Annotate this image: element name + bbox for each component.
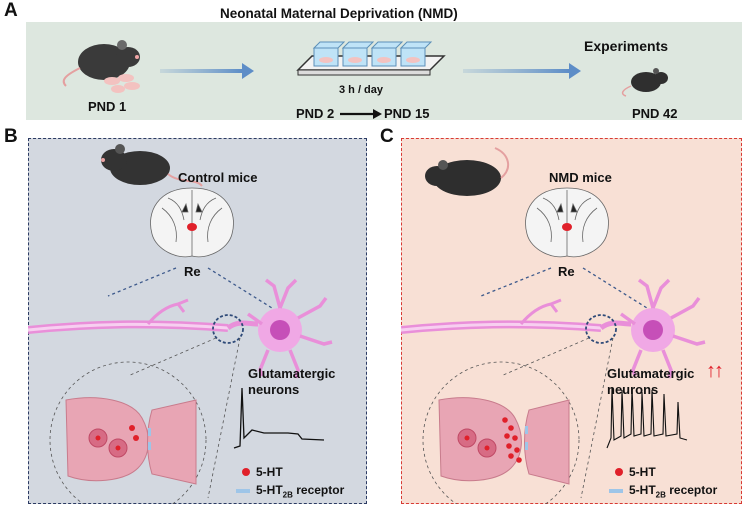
synapse-icon-nmd bbox=[438, 397, 570, 485]
adult-mouse-icon bbox=[621, 68, 668, 97]
glutamatergic-neuron-icon bbox=[28, 278, 333, 379]
control-re-label: Re bbox=[184, 264, 201, 279]
pnd-end-label: PND 15 bbox=[384, 106, 430, 121]
firing-trace-nmd bbox=[606, 387, 688, 449]
re-nucleus-marker bbox=[187, 223, 197, 231]
duration-label: 3 h / day bbox=[339, 84, 384, 96]
pnd1-label: PND 1 bbox=[88, 99, 127, 114]
legend-5ht-marker bbox=[242, 468, 250, 476]
legend-5ht-marker-nmd bbox=[615, 468, 623, 476]
control-neuron-label-1: Glutamatergic bbox=[248, 366, 336, 381]
nmd-legend-receptor: 5-HT2B receptor bbox=[629, 483, 718, 500]
pnd-start-label: PND 2 bbox=[296, 106, 335, 121]
synapse-detail-circle bbox=[49, 361, 207, 504]
panel-letter-c: C bbox=[380, 126, 394, 147]
experiments-label: Experiments bbox=[584, 38, 669, 54]
brain-section-icon bbox=[150, 187, 234, 258]
panel-letter-a: A bbox=[4, 0, 18, 21]
nmd-neuron-label-1: Glutamatergic bbox=[607, 366, 695, 381]
arrow-1 bbox=[160, 69, 242, 73]
nmd-illustration bbox=[401, 147, 706, 504]
separation-cages-icon bbox=[296, 41, 446, 76]
firing-trace bbox=[233, 387, 325, 449]
nmd-mouse-icon bbox=[425, 147, 510, 196]
synapse-zoom-circle bbox=[212, 314, 244, 344]
synapse-icon bbox=[65, 397, 197, 485]
panel-a-illustration bbox=[62, 40, 668, 119]
arrow-2 bbox=[463, 69, 569, 73]
nmd-neuron-label-2: neurons bbox=[607, 382, 659, 397]
panel-a-title: Neonatal Maternal Deprivation (NMD) bbox=[220, 6, 458, 21]
glutamatergic-neuron-icon-nmd bbox=[401, 278, 706, 379]
control-neuron-label-2: neurons bbox=[248, 382, 300, 397]
control-illustration bbox=[28, 144, 333, 504]
control-mice-label: Control mice bbox=[178, 170, 258, 185]
control-mouse-icon bbox=[101, 144, 203, 187]
mother-mouse-icon bbox=[62, 40, 140, 87]
control-legend-5ht: 5-HT bbox=[256, 465, 283, 479]
legend-receptor-marker-nmd bbox=[609, 489, 623, 493]
nmd-mice-label: NMD mice bbox=[549, 170, 612, 185]
control-legend-receptor: 5-HT2B receptor bbox=[256, 483, 345, 500]
nmd-legend-5ht: 5-HT bbox=[629, 465, 656, 479]
re-nucleus-marker-nmd bbox=[562, 223, 572, 231]
brain-section-icon-nmd bbox=[525, 187, 609, 258]
pnd42-label: PND 42 bbox=[632, 106, 678, 121]
synapse-detail-circle-nmd bbox=[422, 361, 580, 504]
legend-receptor-marker bbox=[236, 489, 250, 493]
nmd-re-label: Re bbox=[558, 264, 575, 279]
pups-icon bbox=[104, 74, 140, 93]
increase-arrows: ↑↑ bbox=[706, 360, 724, 382]
panel-letter-b: B bbox=[4, 126, 18, 147]
synapse-zoom-circle-nmd bbox=[585, 314, 617, 344]
